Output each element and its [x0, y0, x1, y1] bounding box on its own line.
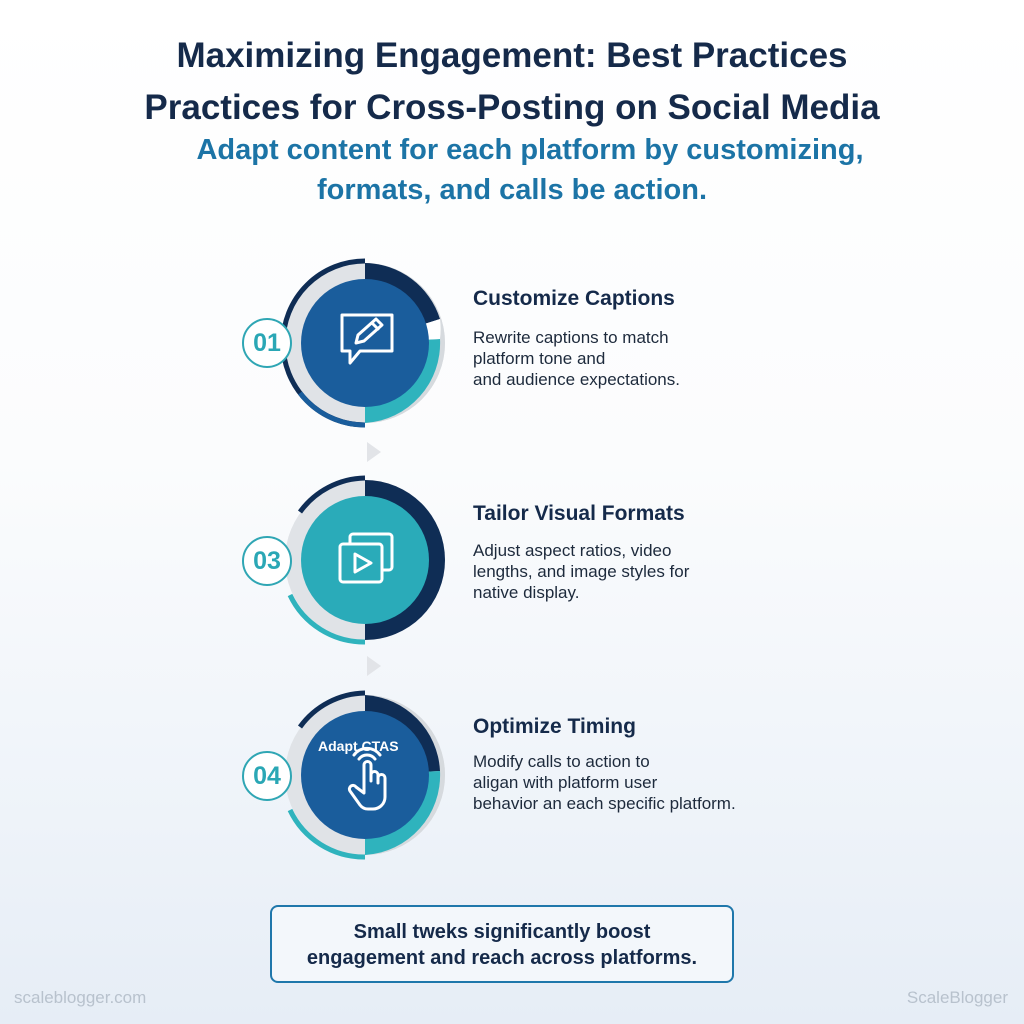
title-line-2: Practices for Cross-Posting on Social Me… — [144, 88, 880, 127]
step-3-ring — [285, 690, 445, 860]
video-play-icon — [338, 532, 394, 584]
callout-line-2: engagement and reach across platforms. — [306, 947, 698, 969]
footer-website: scaleblogger.com — [14, 988, 147, 1007]
step-2-ring — [285, 475, 445, 645]
step-3: Adapt CTAS 04 Optimize Timing Modify cal… — [0, 675, 1024, 875]
step-3-desc-line: behavior an each specific platform. — [473, 794, 736, 813]
step-1-desc-line: Rewrite captions to match — [473, 328, 669, 347]
step-1-title: Customize Captions — [473, 287, 675, 310]
step-2: 03 Tailor Visual Formats Adjust aspect r… — [0, 460, 1024, 660]
step-1-description: Rewrite captions to match platform tone … — [473, 327, 680, 390]
step-2-title: Tailor Visual Formats — [473, 502, 685, 525]
step-1: 01 Customize Captions Rewrite captions t… — [0, 243, 1024, 443]
step-connector-arrow — [367, 656, 381, 676]
step-connector-arrow — [367, 442, 381, 462]
pointer-hand-icon — [347, 746, 387, 811]
step-3-icon-label: Adapt CTAS — [318, 738, 399, 754]
step-2-description: Adjust aspect ratios, video lengths, and… — [473, 540, 689, 603]
subtitle-line-2: formats, and calls be action. — [317, 174, 707, 206]
step-1-number: 01 — [242, 318, 292, 368]
step-3-desc-line: Modify calls to action to — [473, 752, 650, 771]
title-line-1: Maximizing Engagement: Best Practices — [176, 36, 848, 75]
subtitle-line-1: Adapt content for each platform by custo… — [196, 134, 864, 166]
step-3-title: Optimize Timing — [473, 715, 636, 738]
step-2-desc-line: lengths, and image styles for — [473, 562, 690, 581]
summary-callout: Small tweks significantly boost engageme… — [270, 905, 734, 983]
edit-speech-bubble-icon — [340, 313, 394, 365]
step-2-desc-line: Adjust aspect ratios, video — [473, 541, 672, 560]
step-3-description: Modify calls to action to aligan with pl… — [473, 751, 736, 814]
page-subtitle: Adapt content for each platform by custo… — [0, 130, 1024, 210]
step-3-desc-line: aligan with platform user — [473, 773, 658, 792]
step-3-number: 04 — [242, 751, 292, 801]
step-1-ring — [280, 258, 445, 428]
step-2-desc-line: native display. — [473, 583, 580, 602]
step-1-desc-line: platform tone and — [473, 349, 606, 368]
callout-line-1: Small tweks significantly boost — [353, 921, 651, 943]
footer-brand: ScaleBlogger — [906, 988, 1008, 1007]
step-2-number: 03 — [242, 536, 292, 586]
step-1-desc-line: and audience expectations. — [473, 370, 680, 389]
page-title: Maximizing Engagement: Best Practices Pr… — [0, 30, 1024, 134]
